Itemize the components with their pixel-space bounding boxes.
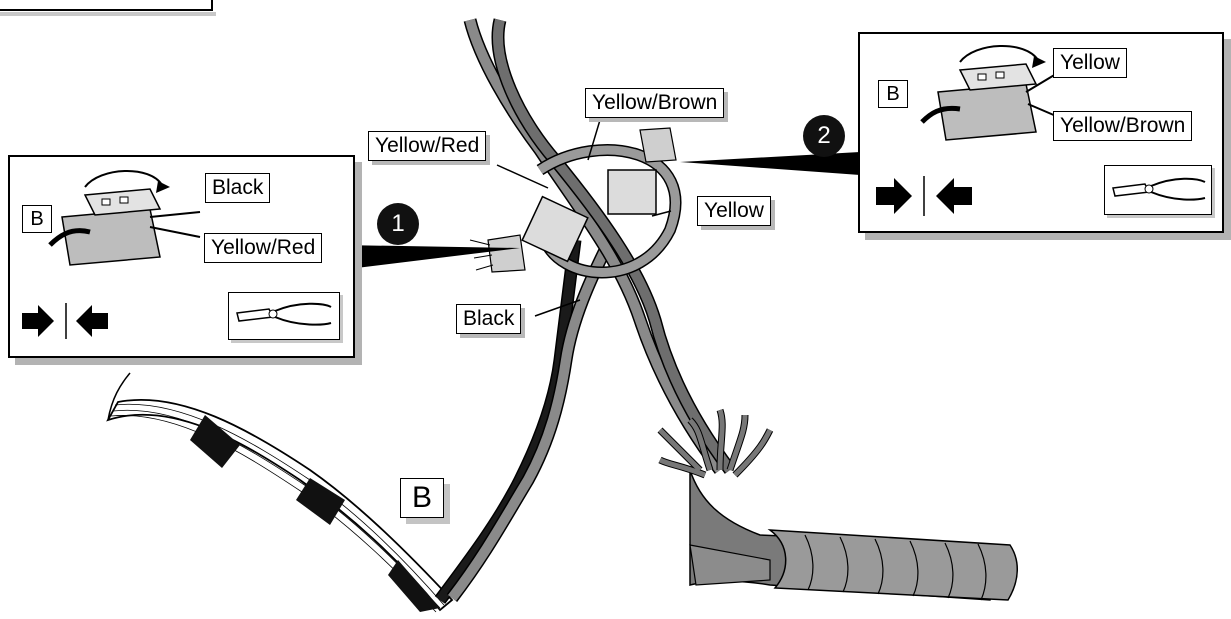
connector-left [469,195,589,273]
panel-step-1: B Black Yellow/Red 1 [8,155,419,358]
panel-2-wire-bottom: Yellow/Brown [1053,111,1193,141]
pointer-1 [340,245,520,270]
rotate-arrow-icon [959,45,1039,63]
crimp-tool-box [228,292,340,340]
twisted-pair-black [434,237,616,604]
pointer-2 [680,152,860,175]
panel-1-wire-bottom: Yellow/Red [204,233,323,263]
push-together-arrows-icon [876,176,972,216]
connector-icon [48,170,201,266]
panel-2-b-label: B [878,80,908,108]
cable-bundle [657,408,1018,601]
panel-1-b-label: B [22,205,52,233]
rotate-arrow-icon [84,170,163,188]
crimp-tool-icon [236,302,332,326]
twisted-pair-grey [463,18,736,474]
harness-ribbon [106,372,454,613]
step-2-badge: 2 [803,115,845,157]
panel-1-wire-top: Black [205,173,271,203]
label-yellow-brown: Yellow/Brown [585,88,725,118]
push-together-arrows-icon [22,303,108,339]
label-black: Black [456,304,522,334]
crimp-tool-icon [1112,177,1206,201]
crimp-tool-box [1104,165,1212,215]
harness-label-b: B [400,478,444,518]
step-1-badge: 1 [377,203,419,245]
label-yellow-red: Yellow/Red [368,131,487,161]
panel-2-wire-top: Yellow [1053,48,1127,78]
label-yellow: Yellow [697,196,771,226]
connector-right [607,127,677,215]
panel-step-2: B Yellow Yellow/Brown [858,32,1224,233]
connector-icon [920,45,1057,141]
